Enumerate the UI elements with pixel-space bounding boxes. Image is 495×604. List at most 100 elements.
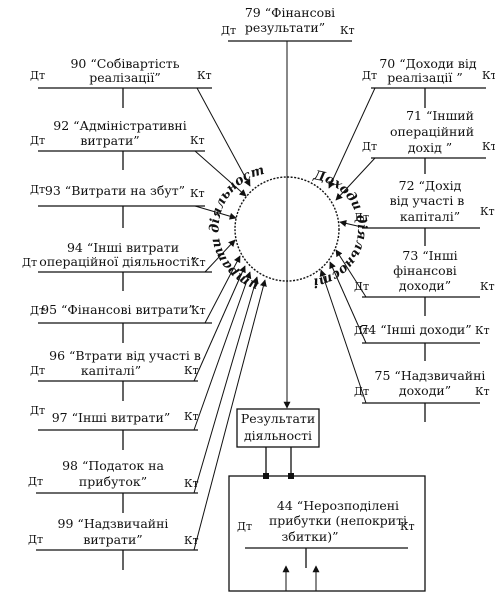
account-70-title-line-2: реалізації ” [387,70,462,85]
account-98-debit-label: Дт [28,475,43,488]
account-73-title-line-3: доходи” [399,278,451,293]
activity-circle-outline [234,176,340,282]
account-98-income-tax: 98 “Податок на прибуток” Дт Кт [28,458,199,513]
account-92-debit-label: Дт [30,134,45,147]
account-79-debit-label: Дт [221,24,236,37]
account-70-sales-revenue: 70 “Доходи від реалізації ” Дт Кт [362,56,495,108]
account-95-title-line-1: 95 “Фінансові витрати” [41,302,195,317]
account-79-title-line-2: результати” [245,20,325,35]
account-99-title-line-2: витрати” [83,532,142,547]
activity-results-line-1: Результати [241,411,315,426]
account-70-title-line-1: 70 “Доходи від [379,56,477,71]
account-73-credit-label: Кт [480,280,495,293]
arrow-95-to-circle [204,255,241,324]
account-71-title-line-2: операційний [390,124,474,139]
activity-circle: Витрати діяльності Доходи діяльності [0,0,369,293]
arrow-70-to-circle [328,87,376,189]
activity-results-box: Результати діяльності [236,408,320,448]
account-96-title-line-1: 96 “Втрати від участі в [49,348,201,363]
account-74-other-income: 74 “Інші доходи” Дт Кт [354,322,490,361]
arrow-90-to-circle [196,87,251,187]
account-90-title-line-1: 90 “Собівартість [70,56,179,71]
arrow-72-to-circle [339,220,367,229]
account-96-title-line-2: капіталі” [81,363,141,378]
account-74-debit-label: Дт [354,324,369,337]
account-90-debit-label: Дт [30,69,45,82]
arrow-93-to-circle [194,205,237,220]
account-79-credit-label: Кт [340,24,355,37]
account-98-credit-label: Кт [184,477,199,490]
account-79-title-line-1: 79 “Фінансові [245,5,335,20]
account-92-title-line-1: 92 “Адміністративні [53,118,186,133]
account-92-credit-label: Кт [190,134,205,147]
account-97-credit-label: Кт [184,410,199,423]
account-75-debit-label: Дт [354,385,369,398]
account-73-title-line-2: фінансові [393,263,456,278]
arrow-75-to-circle [319,269,367,404]
account-71-title-line-3: дохід ” [408,140,452,155]
income-arrows [319,87,376,404]
account-97-other-expenses: 97 “Інші витрати” Дт Кт [30,404,199,450]
account-75-credit-label: Кт [475,385,490,398]
account-71-credit-label: Кт [482,140,495,153]
account-75-title-line-2: доходи” [399,383,451,398]
arrow-74-to-circle [329,261,367,344]
account-95-debit-label: Дт [30,304,45,317]
account-99-debit-label: Дт [28,533,43,546]
arrow-92-to-circle [194,150,247,197]
account-94-credit-label: Кт [191,256,206,269]
account-98-title-line-2: прибуток” [79,474,147,489]
account-95-financial-expenses: 95 “Фінансові витрати” Дт Кт [30,302,212,343]
account-93-debit-label: Дт [30,183,45,196]
account-74-title-line-1: 74 “Інші доходи” [360,322,471,337]
arrow-71-to-circle [335,157,376,201]
account-97-title-line-1: 97 “Інші витрати” [52,410,171,425]
account-44-debit-label: Дт [237,520,252,533]
account-72-title-line-1: 72 “Дохід [399,178,462,193]
arrow-99-to-circle [193,279,267,551]
account-93-selling-expenses: 93 “Витрати на збут” Дт Кт [30,183,205,228]
account-95-credit-label: Кт [191,304,206,317]
arrow-73-to-circle [335,249,367,298]
account-96-debit-label: Дт [30,364,45,377]
account-44-title-line-2: прибутки (непокриті [269,513,407,528]
account-94-debit-label: Дт [22,256,37,269]
account-71-debit-label: Дт [362,140,377,153]
expense-arrows [193,87,267,551]
arrow-96-to-circle [193,265,246,382]
account-92-title-line-2: витрати” [80,133,139,148]
account-90-cost-of-sales: 90 “Собівартість реалізації” Дт Кт [30,56,212,108]
account-72-title-line-3: капіталі” [400,209,460,224]
account-96-losses-from-equity-participation: 96 “Втрати від участі в капіталі” Дт Кт [30,348,201,401]
account-44-title-line-1: 44 “Нерозподілені [277,498,399,513]
account-72-debit-label: Дт [354,211,369,224]
account-72-credit-label: Кт [480,205,495,218]
account-75-title-line-1: 75 “Надзвичайні [375,368,486,383]
account-98-title-line-1: 98 “Податок на [62,458,164,473]
account-71-other-operating-income: 71 “Інший операційний дохід ” Дт Кт [362,108,495,174]
activity-results-frame [236,408,320,448]
account-73-title-line-1: 73 “Інші [402,248,457,263]
account-44-title-line-3: збитки)” [281,529,338,544]
account-99-credit-label: Кт [184,534,199,547]
account-99-extraordinary-expenses: 99 “Надзвичайні витрати” Дт Кт [28,516,199,570]
account-73-other-financial-income: 73 “Інші фінансові доходи” Дт Кт [354,248,495,316]
account-79-financial-results: 79 “Фінансові результати” Дт Кт [221,5,355,42]
account-92-administrative-expenses: 92 “Адміністративні витрати” Дт Кт [30,118,205,170]
account-90-credit-label: Кт [197,69,212,82]
arrow-97-to-circle [193,271,252,431]
account-44-frame [228,475,426,592]
account-93-title-line-1: 93 “Витрати на збут” [45,183,185,198]
account-94-title-line-2: операційної діяльності” [39,254,196,269]
account-97-debit-label: Дт [30,404,45,417]
income-of-activity-label: Доходи діяльності [311,168,369,290]
account-71-title-line-1: 71 “Інший [406,108,474,123]
account-96-credit-label: Кт [184,364,199,377]
account-94-title-line-1: 94 “Інші витрати [67,240,179,255]
account-74-credit-label: Кт [475,324,490,337]
account-90-title-line-2: реалізації” [89,70,160,85]
account-72-title-line-2: від участі в [390,193,465,208]
account-70-credit-label: Кт [482,69,495,82]
account-75-extraordinary-income: 75 “Надзвичайні доходи” Дт Кт [354,368,490,422]
